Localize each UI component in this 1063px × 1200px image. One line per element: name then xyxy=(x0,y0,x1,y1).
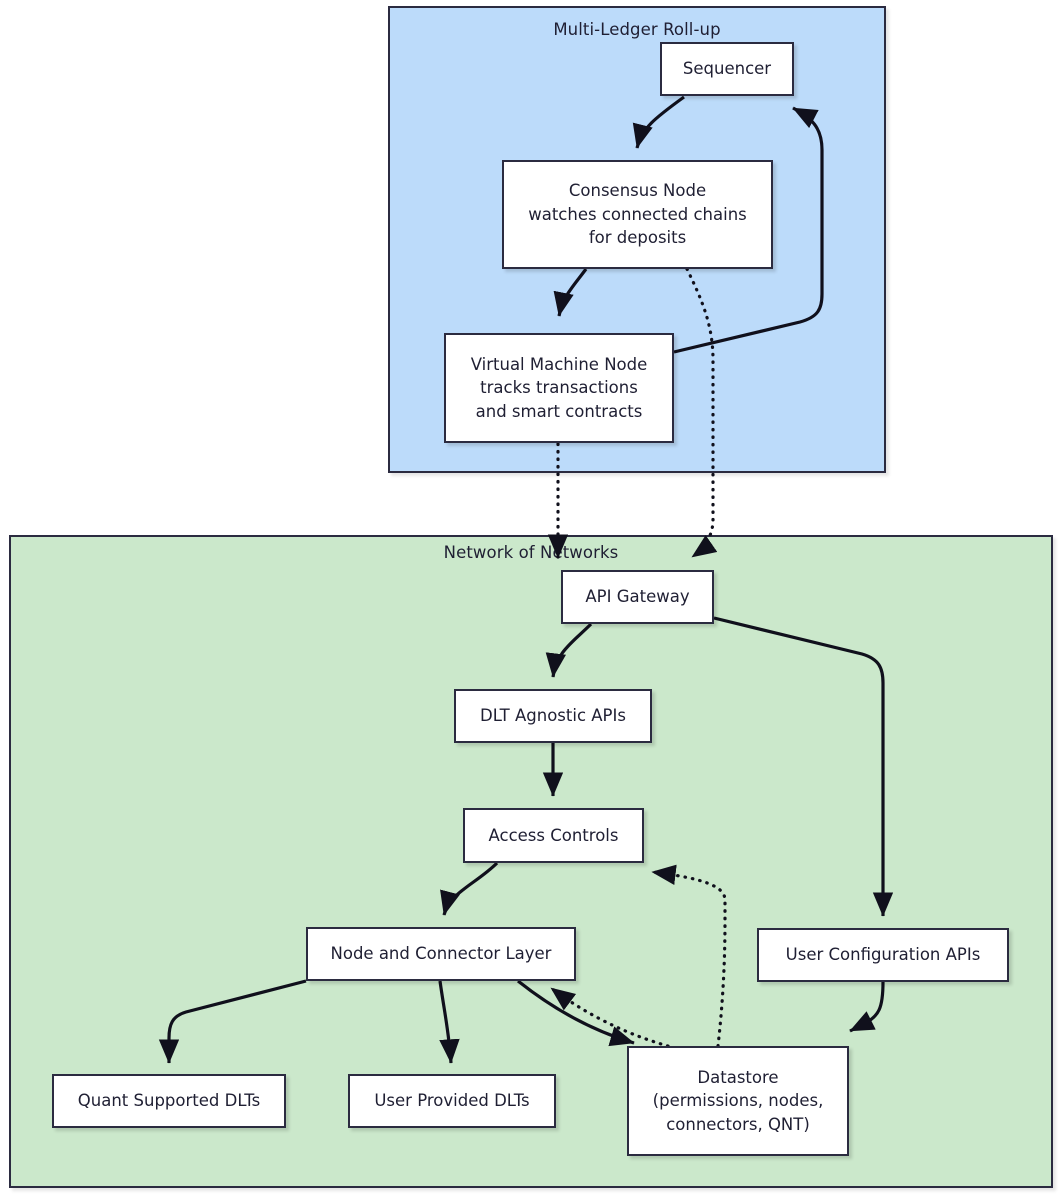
node-quant-supported-dlts[interactable]: Quant Supported DLTs xyxy=(52,1074,286,1128)
node-user-configuration-apis-label: User Configuration APIs xyxy=(785,945,981,965)
node-node-and-connector-layer-label: Node and Connector Layer xyxy=(330,944,552,964)
node-consensus-node[interactable]: Consensus Node watches connected chains … xyxy=(502,160,773,269)
node-sequencer-label: Sequencer xyxy=(682,59,772,79)
node-sequencer[interactable]: Sequencer xyxy=(660,42,794,96)
node-virtual-machine-node[interactable]: Virtual Machine Node tracks transactions… xyxy=(444,333,674,443)
node-api-gateway-label: API Gateway xyxy=(585,587,690,607)
node-api-gateway[interactable]: API Gateway xyxy=(561,570,714,624)
node-quant-supported-dlts-label: Quant Supported DLTs xyxy=(77,1091,261,1111)
node-access-controls-label: Access Controls xyxy=(488,825,619,845)
subgraph-title-network-of-networks: Network of Networks xyxy=(443,543,619,562)
node-dlt-agnostic-apis[interactable]: DLT Agnostic APIs xyxy=(454,689,652,743)
node-virtual-machine-node-label: Virtual Machine Node tracks transactions… xyxy=(470,354,648,421)
node-user-configuration-apis[interactable]: User Configuration APIs xyxy=(757,928,1009,982)
node-consensus-node-label: Consensus Node watches connected chains … xyxy=(528,181,747,248)
subgraph-title-multi-ledger-rollup: Multi-Ledger Roll-up xyxy=(553,20,721,39)
node-dlt-agnostic-apis-label: DLT Agnostic APIs xyxy=(480,706,626,726)
node-user-provided-dlts-label: User Provided DLTs xyxy=(374,1091,530,1111)
node-access-controls[interactable]: Access Controls xyxy=(463,808,644,863)
node-user-provided-dlts[interactable]: User Provided DLTs xyxy=(348,1074,556,1128)
node-node-and-connector-layer[interactable]: Node and Connector Layer xyxy=(306,927,576,981)
node-datastore[interactable]: Datastore (permissions, nodes, connector… xyxy=(627,1046,849,1156)
node-datastore-label: Datastore (permissions, nodes, connector… xyxy=(652,1067,824,1134)
